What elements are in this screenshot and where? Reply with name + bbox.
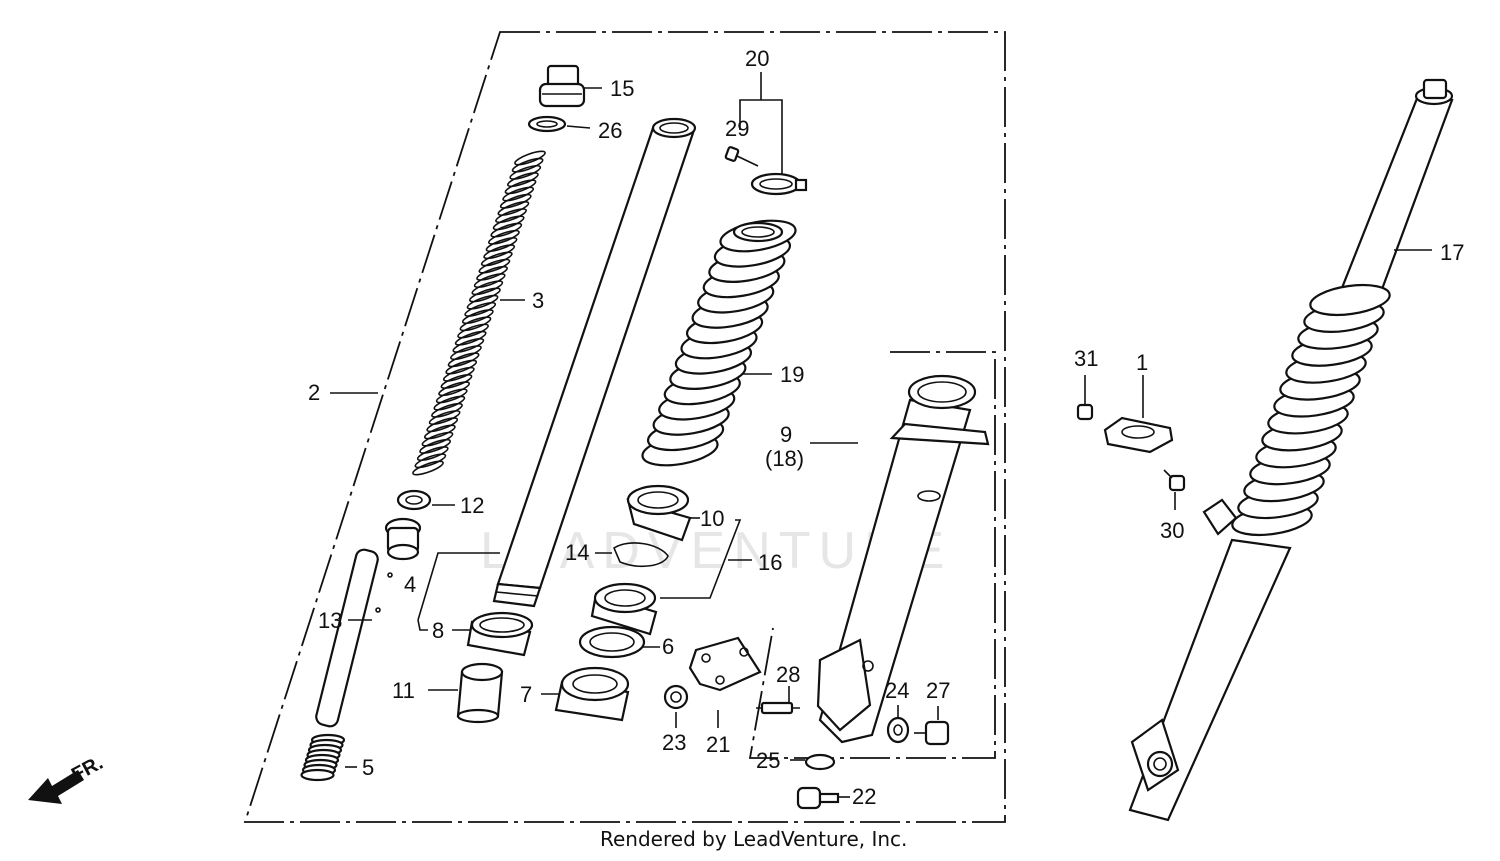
sub-frame-slider <box>748 351 996 759</box>
part-label-15: 15 <box>610 76 634 101</box>
part-16-back-up-ring[interactable] <box>590 582 658 636</box>
part-27-bolt[interactable] <box>914 720 950 746</box>
part-22-drain-bolt[interactable] <box>796 786 840 810</box>
part-label-13: 13 <box>318 608 342 633</box>
part-label-12: 12 <box>460 493 484 518</box>
part-label-9: 9 <box>780 422 792 447</box>
part-6-seal-washer[interactable] <box>578 625 646 659</box>
part-label-21: 21 <box>706 732 730 757</box>
part-label-25: 25 <box>756 748 780 773</box>
part-label-16: 16 <box>758 550 782 575</box>
part-7-slide-bushing[interactable] <box>554 666 630 722</box>
part-12-circlip[interactable] <box>396 489 432 511</box>
footer-credit: Rendered by LeadVenture, Inc. <box>600 827 907 851</box>
part-1-retainer[interactable] <box>1103 416 1174 454</box>
part-label-17: 17 <box>1440 240 1464 265</box>
part-4-fork-tube[interactable] <box>492 117 697 608</box>
part-label-22: 22 <box>852 784 876 809</box>
part-label-30: 30 <box>1160 518 1184 543</box>
part-label-7: 7 <box>520 682 532 707</box>
assembly-frame <box>243 31 1006 823</box>
part-28-stud-bolt[interactable] <box>756 701 800 715</box>
part-label-28: 28 <box>776 662 800 687</box>
part-29-screw[interactable] <box>724 146 759 167</box>
part-13-damper-rod[interactable] <box>315 517 422 728</box>
part-label-23: 23 <box>662 730 686 755</box>
part-9-fork-slider[interactable] <box>816 374 990 744</box>
part-14-stopper-ring[interactable] <box>612 542 669 568</box>
part-15-cap-bolt[interactable] <box>538 64 586 108</box>
part-label-4: 4 <box>404 572 416 597</box>
part-label-18: (18) <box>765 446 804 471</box>
part-label-6: 6 <box>662 634 674 659</box>
part-label-26: 26 <box>598 118 622 143</box>
part-5-rebound-spring[interactable] <box>300 733 346 782</box>
part-26-o-ring[interactable] <box>527 115 567 133</box>
part-3-fork-spring[interactable] <box>412 149 547 477</box>
part-label-31: 31 <box>1074 346 1098 371</box>
part-label-5: 5 <box>362 755 374 780</box>
part-label-27: 27 <box>926 678 950 703</box>
part-label-19: 19 <box>780 362 804 387</box>
part-label-20: 20 <box>745 46 769 71</box>
part-label-8: 8 <box>432 618 444 643</box>
front-direction-arrow <box>28 770 84 804</box>
part-label-10: 10 <box>700 506 724 531</box>
part-11-oil-lock-piece[interactable] <box>456 662 504 724</box>
part-19-fork-boot[interactable] <box>640 216 798 471</box>
part-8-slide-bushing[interactable] <box>466 611 534 657</box>
part-label-24: 24 <box>885 678 909 703</box>
part-31-nut[interactable] <box>1076 403 1094 421</box>
part-20-boot-band[interactable] <box>750 172 808 196</box>
part-label-14: 14 <box>565 540 589 565</box>
part-25-washer[interactable] <box>804 753 836 771</box>
part-17-fork-assembly[interactable] <box>1128 78 1454 822</box>
part-label-11: 11 <box>392 678 415 703</box>
part-23-nut[interactable] <box>663 684 689 710</box>
part-30-screw[interactable] <box>1163 469 1186 492</box>
part-label-1: 1 <box>1136 350 1148 375</box>
part-10-oil-seal[interactable] <box>626 484 692 542</box>
part-label-2: 2 <box>308 380 320 405</box>
part-21-axle-holder[interactable] <box>688 636 762 692</box>
part-label-29: 29 <box>725 116 749 141</box>
part-label-3: 3 <box>532 288 544 313</box>
part-24-washer[interactable] <box>886 716 910 744</box>
